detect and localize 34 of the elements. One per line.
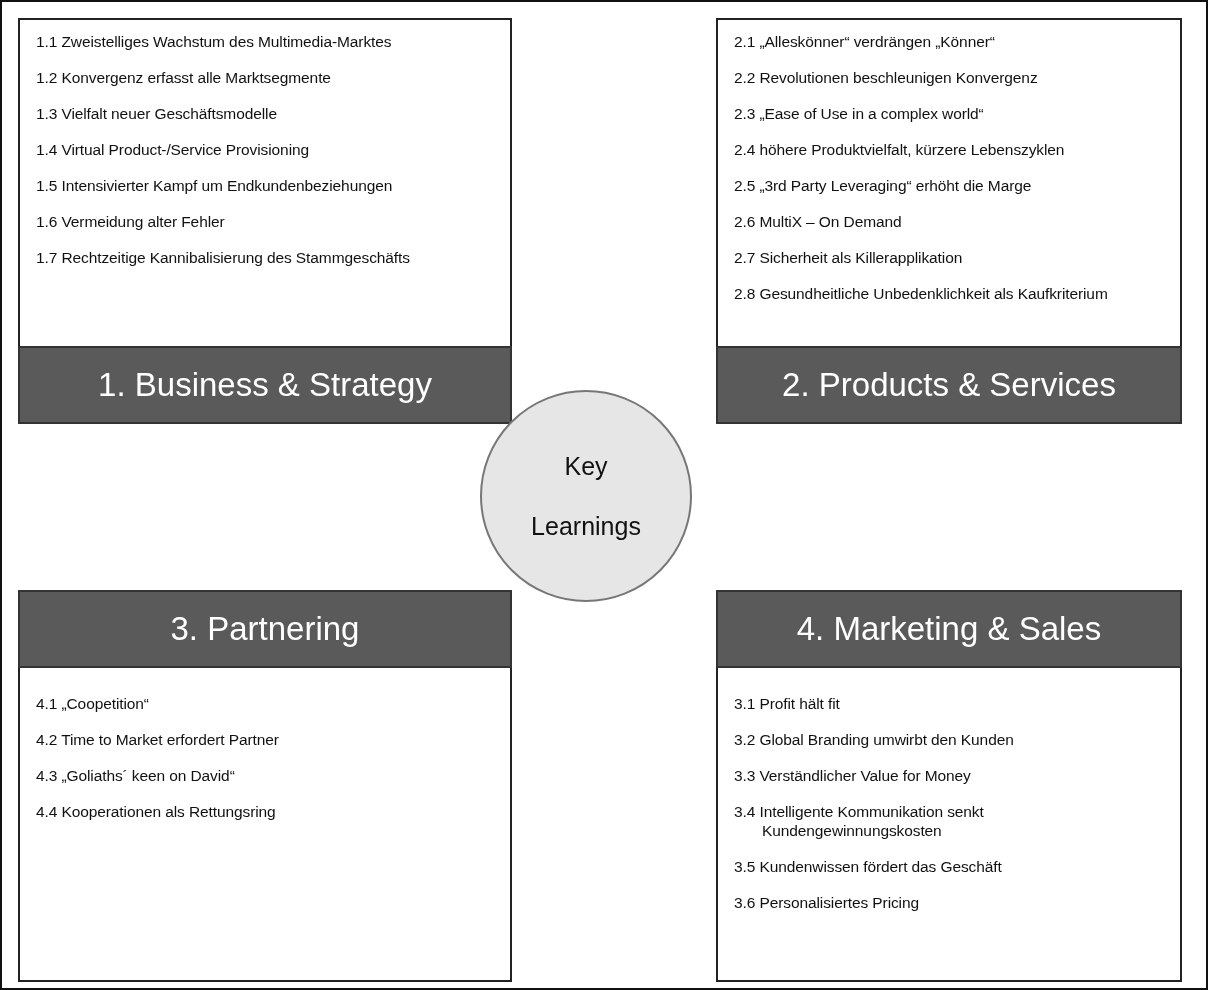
quadrant-card	[716, 18, 1182, 424]
quadrant-card	[18, 590, 512, 982]
section-heading: 1. Business & Strategy	[18, 346, 512, 424]
list-item: 2.5 „3rd Party Leveraging“ erhöht die Marge	[734, 176, 1033, 195]
list-item: 1.1 Zweistelliges Wachstum des Multimedia-Marktes	[36, 32, 393, 51]
list-item: 1.4 Virtual Product-/Service Provisioning	[36, 140, 311, 159]
list-item: 1.3 Vielfalt neuer Geschäftsmodelle	[36, 104, 278, 123]
quadrant-card	[18, 18, 512, 424]
list-item: 1.7 Rechtzeitige Kannibalisierung des Stammgeschäfts	[36, 248, 411, 267]
circle-label: Key Learnings	[530, 451, 642, 542]
list-item: 3.3 Verständlicher Value for Money	[734, 766, 972, 785]
section-heading: 3. Partnering	[18, 590, 512, 668]
list-item: 3.5 Kundenwissen fördert das Geschäft	[734, 857, 1003, 876]
list-item: 4.2 Time to Market erfordert Partner	[36, 730, 280, 749]
list-item: 3.1 Profit hält fit	[734, 694, 841, 713]
list-item: 2.3 „Ease of Use in a complex world“	[734, 104, 985, 123]
section-heading: 4. Marketing & Sales	[716, 590, 1182, 668]
list-item: 2.4 höhere Produktvielfalt, kürzere Lebenszyklen	[734, 140, 1066, 159]
list-item: 2.8 Gesundheitliche Unbedenklichkeit als Kaufkriterium	[734, 284, 1109, 303]
section-heading: 2. Products & Services	[716, 346, 1182, 424]
list-item: 3.4 Intelligente Kommunikation senkt Kundengewinnungskosten	[734, 802, 985, 840]
quadrant-card	[716, 590, 1182, 982]
list-item: 1.6 Vermeidung alter Fehler	[36, 212, 226, 231]
list-item: 3.2 Global Branding umwirbt den Kunden	[734, 730, 1015, 749]
list-item: 4.4 Kooperationen als Rettungsring	[36, 802, 277, 821]
list-item: 2.6 MultiX – On Demand	[734, 212, 903, 231]
list-item: 4.1 „Coopetition“	[36, 694, 150, 713]
list-item: 1.5 Intensivierter Kampf um Endkundenbeziehungen	[36, 176, 394, 195]
list-item: 2.1 „Alleskönner“ verdrängen „Könner“	[734, 32, 996, 51]
list-item: 2.2 Revolutionen beschleunigen Konvergenz	[734, 68, 1039, 87]
list-item: 2.7 Sicherheit als Killerapplikation	[734, 248, 964, 267]
list-item: 3.6 Personalisiertes Pricing	[734, 893, 920, 912]
list-item: 1.2 Konvergenz erfasst alle Marktsegmente	[36, 68, 332, 87]
list-item: 4.3 „Goliaths´ keen on David“	[36, 766, 236, 785]
